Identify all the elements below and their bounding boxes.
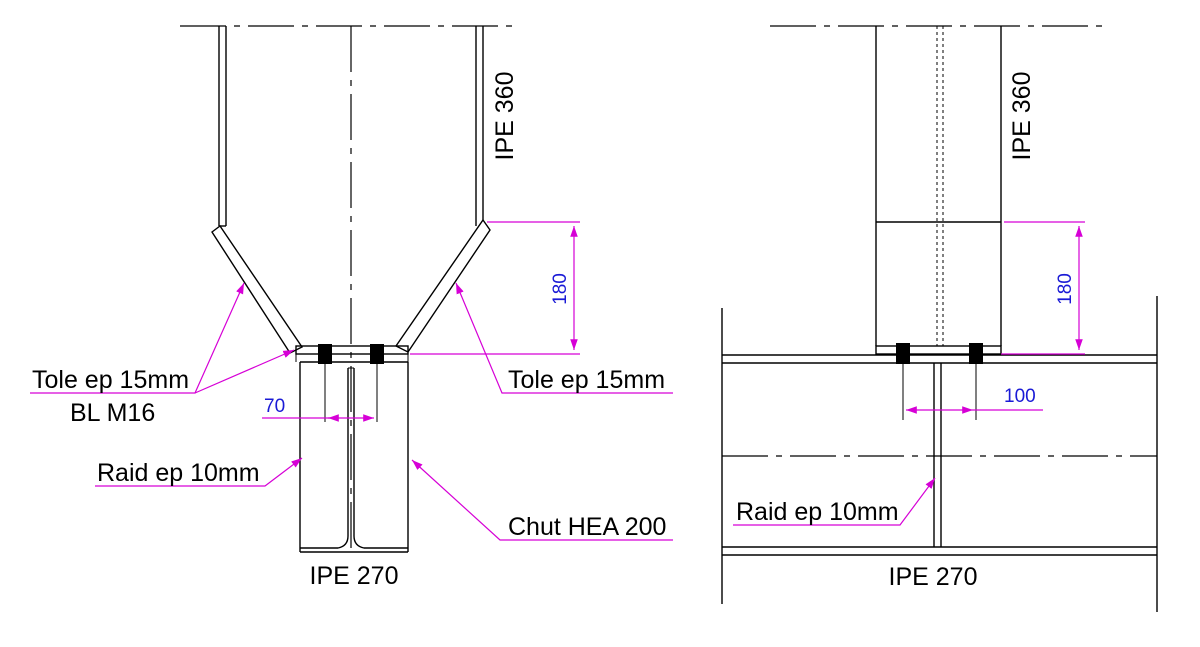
right-stiffener-label: Raid ep 10mm [736,498,899,526]
left-stiffener-label: Raid ep 10mm [97,459,260,487]
right-dim-100-text: 100 [1004,386,1036,407]
left-view: 180 70 IPE 360 Tole ep 15mm BL M16 Tole … [30,25,673,590]
left-dimension-70: 70 [262,396,374,422]
right-view: 180 100 IPE 360 Raid ep 10mm IPE 270 [721,25,1158,612]
left-column-ipe360 [218,26,484,226]
right-bolt-1 [896,343,910,364]
left-dimension-180: 180 [410,221,580,355]
left-dim-180-text: 180 [550,273,571,305]
right-end-plate [875,345,1002,355]
left-beam-label: IPE 270 [310,562,399,590]
right-beam-ipe270 [721,296,1158,612]
left-end-plate [295,345,409,362]
left-stub-label: Chut HEA 200 [508,513,666,541]
right-dimension-180: 180 [1001,221,1085,355]
left-column-label: IPE 360 [491,72,519,161]
left-beam-ipe270-section [299,361,409,553]
left-plate-label: Tole ep 15mm [32,366,189,394]
left-dim-70-text: 70 [264,396,285,417]
right-dimension-100: 100 [906,386,1043,414]
right-column-ipe360 [875,26,1002,346]
right-beam-label: IPE 270 [889,563,978,591]
right-bolt-2 [969,343,983,364]
left-bolt-1 [318,344,332,364]
left-leaders [30,282,673,541]
left-bolt-2 [370,344,384,364]
right-column-label: IPE 360 [1008,72,1036,161]
right-stiffener-leader [733,477,936,526]
right-plate-label: Tole ep 15mm [508,366,665,394]
right-dim-180-text: 180 [1055,273,1076,305]
left-bolt-label: BL M16 [70,399,155,427]
